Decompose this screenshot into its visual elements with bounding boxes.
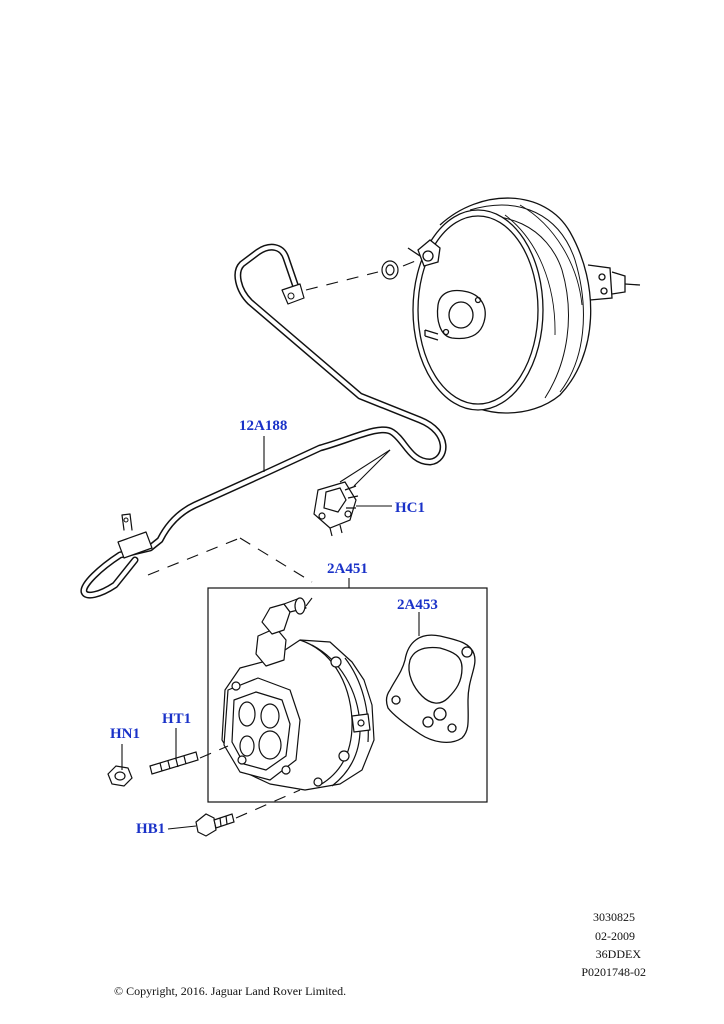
bolt[interactable] [195,813,235,837]
illustration-date: 02-2009 [595,929,635,943]
callout-vacuum-pipe[interactable]: 12A188 [239,418,288,434]
leader-lines [121,436,420,830]
check-valve-grommet[interactable] [381,260,399,280]
vacuum-pump[interactable] [221,597,375,791]
callout-hose-clip[interactable]: HC1 [395,500,425,516]
hose-clip[interactable] [313,481,359,537]
illustration-reference: P0201748-02 [581,965,646,979]
illustration-model-code: 36DDEX [595,947,641,961]
copyright-notice: © Copyright, 2016. Jaguar Land Rover Lim… [114,984,347,998]
nut[interactable] [107,765,133,787]
illustration-number: 3030825 [593,910,635,924]
pump-kit-box [207,587,488,803]
callout-nut[interactable]: HN1 [110,726,140,742]
callout-vacuum-pump[interactable]: 2A451 [327,561,368,577]
assembly-lines [147,259,419,819]
brake-booster[interactable] [407,197,641,414]
vacuum-hose[interactable] [80,243,447,599]
callout-bolt[interactable]: HB1 [136,821,166,837]
callout-stud[interactable]: HT1 [162,711,192,727]
stud[interactable] [149,751,199,775]
callout-pump-gasket[interactable]: 2A453 [397,597,438,613]
pump-gasket[interactable] [385,634,476,744]
